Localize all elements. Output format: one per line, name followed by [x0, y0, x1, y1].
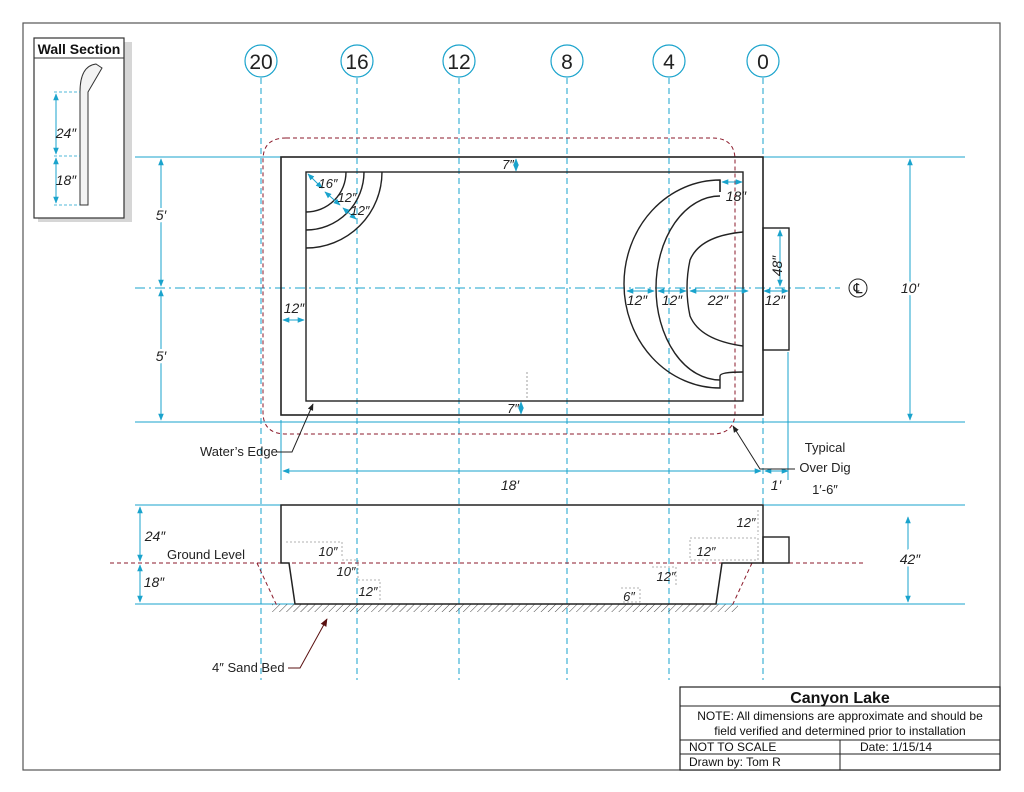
title-block: Canyon Lake NOTE: All dimensions are app… [679, 686, 1001, 771]
typical-label: Typical [805, 440, 846, 455]
grid-label-0: 0 [757, 51, 769, 74]
end-step-middle [655, 195, 721, 381]
side-tab [762, 227, 790, 351]
dim-right-12b: 12″ [696, 544, 715, 559]
grid-bubble-4 [652, 44, 686, 78]
dim-total-depth: 42″ [900, 551, 922, 567]
sand-bed [272, 604, 738, 612]
grid-label-20: 20 [249, 51, 272, 74]
dim-step-a: 12″ [627, 292, 649, 308]
dim-bottom-wall: 7″ [507, 401, 519, 416]
dim-right-6: 6″ [623, 589, 635, 604]
wall-section-upper-dim: 24″ [55, 125, 78, 141]
dim-overall-length: 18′ [501, 477, 521, 493]
grid-bubble-0 [746, 44, 780, 78]
grid-label-16: 16 [345, 51, 368, 74]
sand-bed-label: 4″ Sand Bed [212, 660, 285, 675]
title-block-title: Canyon Lake [790, 690, 890, 707]
corner-step-outer [305, 171, 383, 249]
ground-level-label: Ground Level [167, 547, 245, 562]
grid-label-12: 12 [447, 51, 470, 74]
grid-bubble-20 [244, 44, 278, 78]
waters-edge-label: Water’s Edge [200, 444, 278, 459]
dim-above-ground: 24″ [144, 528, 167, 544]
dim-step-d: 12″ [765, 292, 787, 308]
dim-overdig-side: 1′ [771, 477, 783, 493]
wall-profile [79, 63, 103, 206]
pool-section-profile [280, 504, 764, 605]
centerline-symbol: ℄ [853, 280, 863, 296]
centerline-marker [848, 278, 868, 298]
sheet-border [22, 22, 1001, 771]
title-block-drawn-by: Drawn by: Tom R [689, 755, 781, 769]
dim-right-12c: 12″ [656, 569, 675, 584]
sand-bed-leader [288, 618, 328, 669]
wall-section-inset: Wall Section 24″ 18″ [33, 37, 132, 222]
dim-step-b: 12″ [662, 292, 684, 308]
dim-corner-r3: 12″ [350, 203, 369, 218]
waters-edge-leader [276, 403, 314, 453]
title-block-note-line1: NOTE: All dimensions are approximate and… [697, 709, 983, 723]
dim-below-ground: 18″ [144, 574, 166, 590]
wall-section-title: Wall Section [38, 41, 121, 57]
grid-label-4: 4 [663, 51, 675, 74]
dim-bench-end: 18″ [726, 188, 748, 204]
end-step-outer [623, 179, 744, 389]
dim-top-wall: 7″ [502, 157, 514, 172]
title-block-note-line2: field verified and determined prior to i… [714, 724, 965, 738]
grid-bubble-16 [340, 44, 374, 78]
grid-bubble-12 [442, 44, 476, 78]
over-dig-label: Over Dig [799, 460, 850, 475]
dim-half-upper: 5′ [156, 207, 168, 223]
dim-left-10a: 10″ [318, 544, 337, 559]
over-dig-value: 1′-6″ [812, 482, 838, 497]
over-dig-outline [262, 137, 736, 435]
dim-right-12a: 12″ [736, 515, 755, 530]
dim-corner-r1: 16″ [318, 176, 337, 191]
grid-labels: 20 16 12 8 4 0 [244, 44, 780, 78]
wall-section-lower-dim: 18″ [56, 172, 78, 188]
dim-left-wall: 12″ [284, 300, 306, 316]
end-step-inner [686, 231, 744, 347]
dim-tab-width: 48″ [769, 255, 785, 277]
dim-left-12: 12″ [358, 584, 377, 599]
dim-left-10b: 10″ [336, 564, 355, 579]
title-block-date: Date: 1/15/14 [860, 740, 932, 754]
dim-half-lower: 5′ [156, 348, 168, 364]
dim-corner-r2: 12″ [337, 190, 356, 205]
section-view: 24″ 18″ 42″ 10″ 10″ 12″ 12″ 12″ 12″ 6″ G… [110, 504, 965, 675]
grid-bubble-8 [550, 44, 584, 78]
grid-label-8: 8 [561, 51, 573, 74]
plan-view: ℄ 5′ 5′ 10′ 7″ 7″ [135, 137, 965, 497]
pool-water-edge [305, 171, 744, 402]
over-dig-leader [732, 425, 795, 470]
dim-overall-width: 10′ [901, 280, 921, 296]
section-side-tab [762, 536, 790, 564]
dim-step-c: 22″ [707, 292, 730, 308]
title-block-scale: NOT TO SCALE [689, 740, 776, 754]
